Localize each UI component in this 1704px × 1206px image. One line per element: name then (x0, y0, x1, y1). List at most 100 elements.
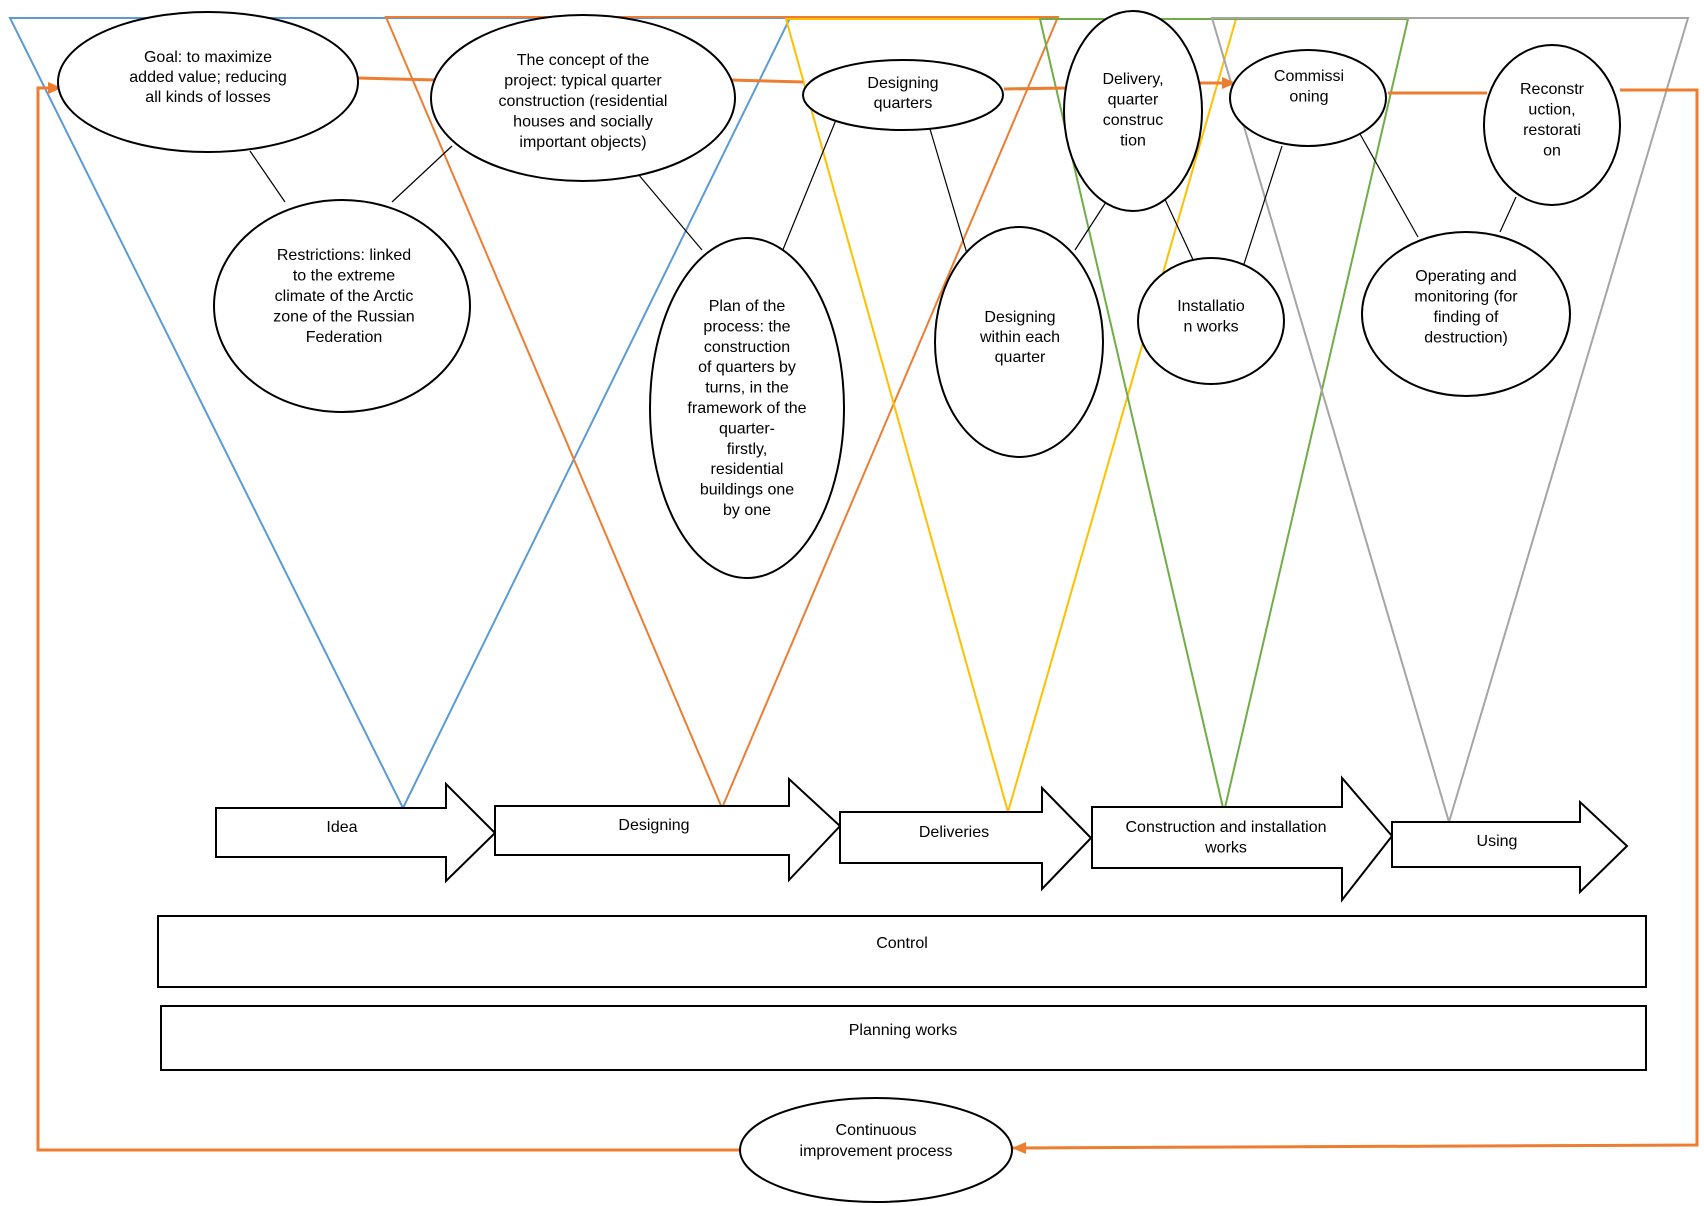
idea-stage-arrow (215, 781, 497, 884)
text-line: added value; reducing (129, 69, 286, 86)
loop-arrowhead-top (1222, 77, 1236, 89)
text-line: turns, in the (705, 380, 789, 397)
text-line: quarter- (719, 420, 775, 437)
text-line: Operating and (1415, 268, 1516, 285)
restrictions-text: Restrictions: linked to the extreme climat… (273, 247, 414, 346)
restrictions-node (213, 199, 471, 413)
plan-node (649, 237, 845, 579)
text-line: restorati (1523, 122, 1581, 139)
text-line: Continuous (836, 1122, 917, 1139)
continuous-improvement-text: Continuous improvement process (800, 1122, 953, 1160)
text-line: framework of the (687, 400, 806, 417)
text-line: construction (residential (499, 93, 668, 110)
text-line: Using (1477, 833, 1518, 850)
text-line: Delivery, (1102, 71, 1163, 88)
text-line: houses and socially (513, 114, 653, 131)
text-line: residential (711, 461, 784, 478)
designing-stage-arrow (494, 776, 842, 883)
using-stage-label: Using (1477, 833, 1518, 850)
text-line: on (1543, 143, 1561, 160)
designing-quarters-node (802, 59, 1004, 131)
text-line: improvement process (800, 1143, 953, 1160)
operating-node (1361, 231, 1571, 397)
connector-installation-commissioning (1243, 145, 1283, 265)
text-line: Designing (618, 817, 689, 834)
text-line: zone of the Russian (273, 309, 414, 326)
connector-plan-designing (781, 114, 839, 253)
designing-within-node (934, 226, 1104, 458)
text-line: firstly, (727, 441, 768, 458)
connector-designing-within (929, 128, 969, 258)
goal-text: Goal: to maximize added value; reducing al… (129, 49, 286, 106)
text-line: of quarters by (698, 359, 796, 376)
text-line: all kinds of losses (145, 89, 270, 106)
text-line: Installatio (1177, 298, 1245, 315)
text-line: Goal: to maximize (144, 49, 272, 66)
text-line: by one (723, 502, 771, 519)
control-label: Control (876, 935, 928, 952)
text-line: Designing (984, 309, 1055, 326)
text-line: n works (1183, 319, 1238, 336)
using-stage-arrow (1391, 799, 1629, 895)
connector-delivery-installation (1162, 194, 1196, 265)
connector-within-delivery (1074, 198, 1109, 251)
delivery-node (1063, 10, 1203, 212)
text-line: oning (1289, 89, 1328, 106)
text-line: to the extreme (293, 268, 395, 285)
text-line: project: typical quarter (504, 73, 662, 90)
planning-works-bar (160, 1005, 1647, 1071)
text-line: tion (1120, 133, 1146, 150)
stage-arrows: Idea Designing Deliveries Construction a… (215, 775, 1629, 903)
text-line: Plan of the (709, 298, 786, 315)
feedback-loop (36, 76, 1699, 1154)
text-line: climate of the Arctic (275, 288, 414, 305)
continuous-improvement-node (739, 1097, 1013, 1203)
planning-works-label: Planning works (849, 1022, 958, 1039)
installation-node (1137, 257, 1285, 385)
deliveries-stage-arrow (839, 785, 1093, 892)
operating-text: Operating and monitoring (for finding of de… (1414, 268, 1518, 347)
installation-text: Installatio n works (1177, 298, 1245, 336)
control-bar (157, 915, 1647, 988)
text-line: works (1204, 840, 1247, 857)
support-bars: Control Planning works (157, 915, 1647, 1071)
deliveries-stage-label: Deliveries (919, 824, 989, 841)
text-line: quarters (874, 95, 933, 112)
designing-stage-label: Designing (618, 817, 689, 834)
text-line: quarter (1108, 92, 1159, 109)
connector-goal-restrictions (249, 150, 286, 203)
loop-arrowhead-bottom (1012, 1142, 1026, 1154)
text-line: buildings one (700, 482, 794, 499)
connector-commissioning-operating (1359, 133, 1419, 238)
text-line: destruction) (1424, 330, 1508, 347)
connector-operating-reconstruction (1499, 196, 1517, 233)
connector-restrictions-concept (391, 145, 453, 203)
text-line: construction (704, 339, 790, 356)
reconstruction-node (1483, 44, 1621, 206)
commissioning-node (1229, 49, 1387, 147)
text-line: Deliveries (919, 824, 989, 841)
using-phase-triangle (1210, 17, 1690, 826)
text-line: Commissi (1274, 68, 1344, 85)
text-line: finding of (1434, 309, 1499, 326)
text-line: uction, (1528, 102, 1575, 119)
designing-quarters-text: Designing quarters (867, 75, 938, 112)
improvement-loop-line (36, 76, 1699, 1152)
text-line: Designing (867, 75, 938, 92)
designing-within-text: Designing within each quarter (979, 309, 1060, 366)
text-line: Reconstr (1520, 81, 1585, 98)
connector-concept-plan (637, 173, 703, 251)
reconstruction-text: Reconstr uction, restorati on (1520, 81, 1585, 160)
text-line: Restrictions: linked (277, 247, 411, 264)
text-line: monitoring (for (1414, 289, 1518, 306)
concept-node (430, 14, 736, 182)
text-line: within each (979, 329, 1060, 346)
text-line: Federation (306, 329, 383, 346)
commissioning-text: Commissi oning (1274, 68, 1344, 106)
goal-node (57, 11, 359, 153)
text-line: quarter (995, 349, 1046, 366)
